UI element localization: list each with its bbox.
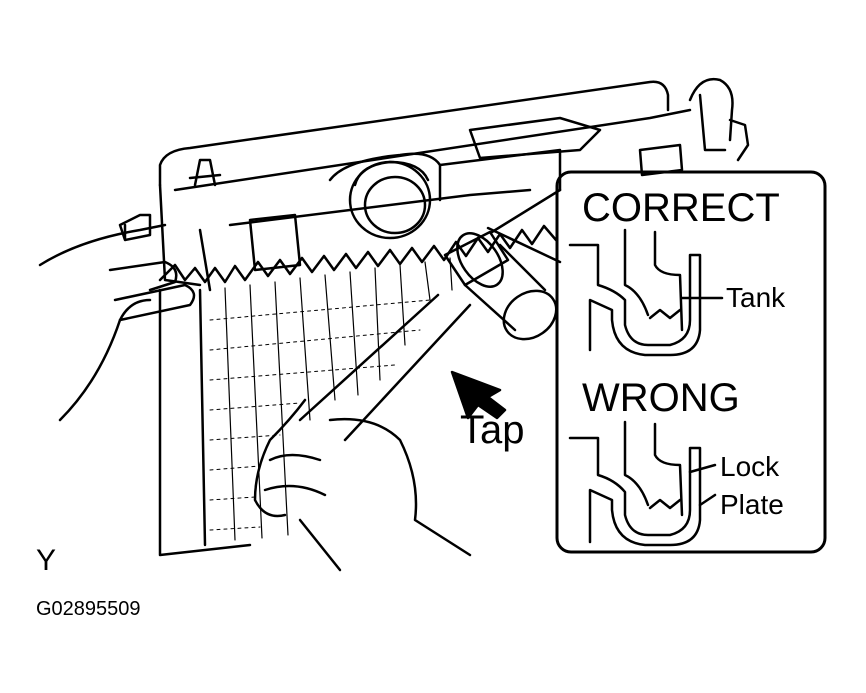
- wrong-title: WRONG: [582, 376, 740, 420]
- lock-plate-teeth: [158, 224, 558, 284]
- hammer: [298, 230, 558, 442]
- right-hand: [253, 398, 472, 572]
- tank-label: Tank: [726, 282, 786, 313]
- callout-leader-line: [486, 226, 562, 264]
- radiator-side-mount: [118, 77, 750, 242]
- radiator-cap: [348, 160, 432, 240]
- tap-arrow-icon: [450, 370, 507, 420]
- wrong-detail: [568, 420, 717, 547]
- correct-title: CORRECT: [582, 186, 780, 230]
- radiator-upper-tank: [158, 80, 692, 292]
- callout-frame: [555, 170, 827, 554]
- lock-label: Lock: [720, 451, 780, 482]
- radiator-core: [158, 257, 453, 557]
- correct-detail: [568, 228, 724, 357]
- view-letter: Y: [36, 544, 57, 577]
- figure-code: G02895509: [36, 598, 141, 620]
- tap-label: Tap: [460, 408, 525, 452]
- left-hand: [38, 223, 196, 422]
- plate-label: Plate: [720, 489, 784, 520]
